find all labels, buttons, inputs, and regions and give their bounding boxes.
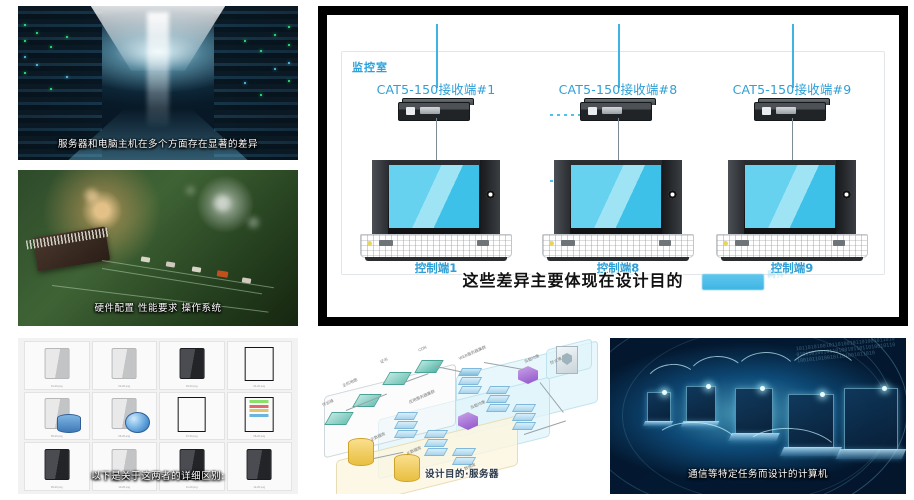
watermark-text: 网件 [767,269,786,279]
receiver-label: CAT5-150接收端#9 [732,82,852,97]
icon-cell-label: 09-20.png [50,486,63,489]
power-button-icon[interactable] [842,190,851,199]
tile-server-icons[interactable]: 01-20.png 02-20.png 03-20.png 04-20.png … [18,338,298,494]
icon-cell-label: 10-20.png [118,486,131,489]
console-label: 控制端1 [414,261,458,275]
cat5-receiver-device[interactable] [398,98,474,121]
receiver-label: CAT5-150接收端#8 [558,82,678,97]
network-laptops-image: 1011010100101101001011010010110100101101… [610,338,906,494]
uplink-line [792,24,794,88]
icon-cell-label: 05-20.png [50,435,63,439]
keyboard-led-icon [723,241,728,246]
console-label: 控制端8 [596,261,640,275]
console-keyboard[interactable] [542,234,694,261]
icon-cell-label: 02-20.png [118,384,131,388]
server-room-image [18,6,298,160]
icon-cell-label: 03-20.png [185,384,198,388]
tile-cloud-architecture[interactable]: 作运维 主机地图 证书 CDN WEB服务器集群 防火墙 负载均衡 应用服务器集… [318,338,606,494]
console-keyboard[interactable] [716,234,868,261]
console-monitor[interactable] [372,160,500,234]
icon-cell-label: 12-20.png [253,486,266,489]
icon-cell-label: 07-20.png [185,435,198,439]
power-button-icon[interactable] [486,190,495,199]
uplink-line [436,24,438,88]
monitoring-room-label: 监控室 [352,61,388,74]
receiver-label: CAT5-150接收端#1 [376,82,496,97]
console-keyboard[interactable] [360,234,512,261]
tile-server-room[interactable]: 服务器和电脑主机在多个方面存在显著的差异 [18,6,298,160]
console-monitor[interactable] [728,160,856,234]
highlight-bar: 网件 [701,270,785,290]
main-panel-caption: 这些差异主要体现在设计目的 网件 [327,267,899,291]
receiver-to-console-line [436,118,438,160]
cloud-architecture-image: 作运维 主机地图 证书 CDN WEB服务器集群 防火墙 负载均衡 应用服务器集… [318,338,606,494]
kvm-extender-panel[interactable]: 监控室 CAT5-150接收端#1 [318,6,908,326]
main-caption-text: 这些差异主要体现在设计目的 [462,271,684,290]
uplink-line [618,24,620,88]
keyboard-led-icon [367,241,372,246]
circuit-board-image [18,170,298,326]
icon-cell-label: 06-20.png [118,435,131,439]
cat5-receiver-device[interactable] [754,98,830,121]
monitoring-room-box: 监控室 CAT5-150接收端#1 [341,24,885,275]
icon-cell-label: 04-20.png [253,384,266,388]
tile-network-laptops[interactable]: 1011010100101101001011010010110100101101… [610,338,906,494]
console-label: 控制端9 [770,261,814,275]
tile-circuit-board[interactable]: 硬件配置 性能要求 操作系统 [18,170,298,326]
receiver-to-console-line [792,118,794,160]
icon-cell-label: 11-20.png [186,486,198,489]
power-button-icon[interactable] [668,190,677,199]
kvm-diagram-sheet: 监控室 CAT5-150接收端#1 [327,15,899,317]
server-icon-sheet-image: 01-20.png 02-20.png 03-20.png 04-20.png … [18,338,298,494]
receiver-to-console-line [618,118,620,160]
console-monitor[interactable] [554,160,682,234]
icon-cell-label: 01-20.png [50,384,63,388]
icon-cell-label: 08-20.png [253,435,266,439]
cat5-receiver-device[interactable] [580,98,656,121]
keyboard-led-icon [549,241,554,246]
